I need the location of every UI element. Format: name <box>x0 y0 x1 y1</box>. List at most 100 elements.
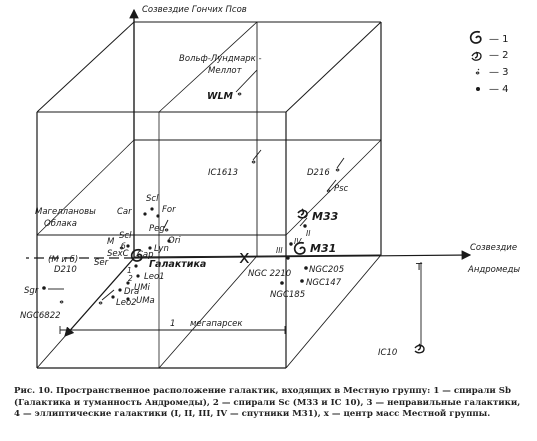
legend-label-1: — 1 <box>489 34 509 45</box>
galaxy-sexc-dot <box>134 264 138 268</box>
label-uma: UMa <box>136 296 155 306</box>
label-d216: D216 <box>307 168 330 178</box>
box-frame <box>36 18 382 369</box>
label-ngc205: NGC205 <box>309 265 344 275</box>
label-num-6: б <box>121 242 126 251</box>
label-umi: UMi <box>134 283 151 293</box>
galaxy-leo2-dot <box>111 295 115 299</box>
label-dra: Dra <box>124 287 139 297</box>
axis-label-top: Созвездие Гончих Псов <box>142 5 247 15</box>
wlm-stem <box>235 69 258 93</box>
label-ngc6822: NGC6822 <box>20 311 61 321</box>
projection-stems <box>48 69 345 301</box>
label-wlm-line1: Вольф-Лундмарк - <box>179 54 262 64</box>
galaxy-wlm-icon <box>237 92 242 96</box>
scale-bar-unit: мегапарсек <box>190 319 243 329</box>
galaxy-m31-iv-dot <box>289 242 293 246</box>
back-bottom-edge <box>133 254 382 258</box>
label-wlm-line2: Меллот <box>208 66 243 76</box>
galaxy-scl2-dot <box>126 244 130 248</box>
caption-text: Пространственное расположение галактик, … <box>14 386 521 419</box>
horizontal-axis-arrow <box>133 250 472 260</box>
label-wlm: WLM <box>207 91 234 102</box>
galaxy-leo1-dot <box>136 274 140 278</box>
galaxy-peg-icon <box>164 228 169 232</box>
label-psc: Psc <box>334 184 349 194</box>
galaxy-ori-dot <box>167 239 171 243</box>
caption-figure-number: Рис. 10. <box>14 386 54 396</box>
bottom-mid-diagonal <box>158 255 258 369</box>
label-ic1613: IC1613 <box>208 168 238 178</box>
galaxy-sgr-dot <box>42 286 46 290</box>
label-m31-ii: II <box>306 229 311 238</box>
ic1613-stem <box>252 149 262 161</box>
figure-caption: Рис. 10. Пространственное расположение г… <box>14 386 526 421</box>
label-ngc2210: NGC 2210 <box>248 269 291 279</box>
mid-right-diagonal <box>285 139 382 236</box>
label-d210: D210 <box>54 265 77 275</box>
d216-stem <box>336 157 345 169</box>
label-car: Car <box>117 207 132 217</box>
galaxy-umi-dot <box>126 281 130 285</box>
legend-label-4: — 4 <box>489 84 509 95</box>
galaxy-ic1613-icon <box>251 160 256 164</box>
legend-irregular-icon <box>475 68 480 75</box>
label-m31: M31 <box>310 242 336 255</box>
legend-elliptical-icon <box>476 87 480 91</box>
galaxy-m33-icon <box>297 208 308 219</box>
center-of-mass-marker: x <box>239 247 250 268</box>
label-magellanic-2: Облака <box>44 219 77 229</box>
mid-left-diagonal <box>36 139 135 236</box>
label-sexc: SexC <box>107 249 129 259</box>
galaxy-m31-iii-dot <box>286 256 290 260</box>
axis-label-right-2: Андромеды <box>467 265 520 275</box>
m31-stem <box>299 217 308 227</box>
label-leo1: Leo1 <box>144 272 165 282</box>
galaxy-labels: Вольф-Лундмарк - Меллот WLM IC1613 D216 … <box>20 54 397 358</box>
diagonal-axis-arrow <box>64 257 135 337</box>
label-magellanic-1: Магеллановы <box>35 207 96 217</box>
top-left-edge <box>36 21 135 113</box>
galaxy-for-dot <box>156 214 160 218</box>
galaxy-dra-dot <box>118 288 122 292</box>
galaxy-ngc147-dot <box>300 279 304 283</box>
galaxy-ngc205-dot <box>304 266 308 270</box>
galaxy-ngc6822-icon <box>59 300 64 304</box>
galaxy-uma-dot <box>126 297 130 301</box>
label-peg: Peg <box>149 224 165 234</box>
galaxy-ic10-icon <box>414 343 425 354</box>
label-ser: Ser <box>94 258 109 268</box>
legend-label-3: — 3 <box>489 67 509 78</box>
top-mid-diagonal <box>158 21 258 113</box>
label-scl: Scl <box>146 194 159 204</box>
galaxy-d210-icon <box>98 301 103 305</box>
axes <box>26 8 472 345</box>
axis-label-right-1: Созвездие <box>470 243 517 253</box>
label-sgr: Sgr <box>24 286 39 296</box>
galaxy-d216-icon <box>335 168 340 172</box>
legend-spiral-sc-icon <box>471 51 482 61</box>
legend-label-2: — 2 <box>489 50 509 61</box>
label-ngc185: NGC185 <box>270 290 305 300</box>
d210-stem <box>101 289 115 301</box>
galaxy-ngc185-dot <box>280 281 284 285</box>
label-m33: M33 <box>312 210 339 223</box>
label-for: For <box>162 205 176 215</box>
label-ori: Ori <box>168 236 181 246</box>
label-magellanic-3: (М и б) <box>48 255 78 265</box>
peg-stem <box>163 219 169 229</box>
bottom-right-diagonal <box>285 254 382 369</box>
t-marker: T <box>415 262 423 273</box>
label-galaxy: Галактика <box>149 259 206 270</box>
legend-spiral-sb-icon <box>469 30 482 44</box>
label-lyn: Lyn <box>154 244 169 254</box>
galaxy-car-dot <box>143 212 147 216</box>
galaxy-lyn-dot <box>148 246 152 250</box>
label-m: M <box>107 237 115 247</box>
label-scl-2: Scl <box>119 231 132 241</box>
label-cap: Cap <box>137 250 154 260</box>
galaxy-scl-dot <box>150 207 154 211</box>
label-leo2: Leo2 <box>116 298 137 308</box>
label-ic10: IC10 <box>378 348 397 358</box>
